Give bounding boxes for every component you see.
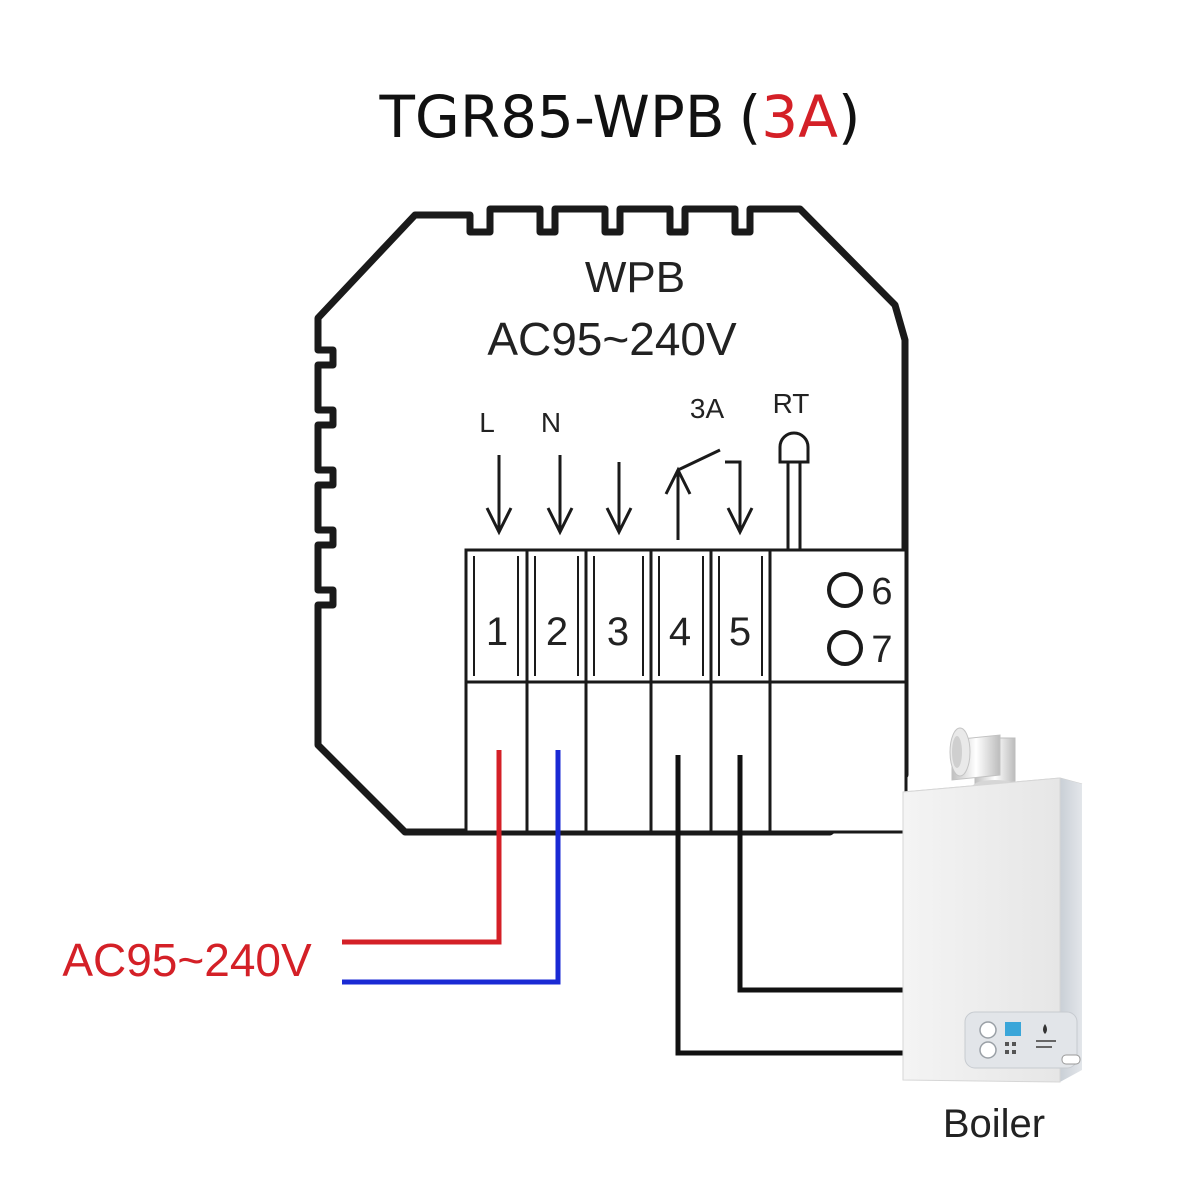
sensor-terminal-7 [827, 630, 863, 666]
sensor-terminal-6 [827, 572, 863, 608]
device-voltage-label: AC95~240V [487, 313, 737, 365]
title-close-paren: ) [838, 83, 861, 151]
supply-voltage-label: AC95~240V [62, 934, 312, 986]
neutral-wire [342, 750, 561, 985]
live-wire [342, 750, 502, 945]
terminal-number-2: 2 [546, 610, 568, 654]
title-model: TGR85-WPB [378, 83, 724, 151]
title-rating: 3A [761, 83, 838, 151]
diagram-title: TGR85-WPB(3A) [378, 83, 860, 151]
terminal-label-rt: RT [773, 388, 810, 419]
relay-rating-label: 3A [690, 393, 725, 424]
arrow-5 [725, 460, 742, 530]
terminal-number-1: 1 [486, 610, 508, 654]
terminal-label-l: L [479, 407, 495, 438]
terminal-number-6: 6 [871, 571, 892, 613]
boiler-label: Boiler [943, 1102, 1045, 1146]
boiler-icon [902, 727, 1083, 1083]
terminal-number-3: 3 [607, 610, 629, 654]
boiler-wire-4 [675, 755, 905, 1056]
device-model-label: WPB [585, 253, 685, 302]
sensor-terminal-circles [827, 572, 863, 666]
boiler-wire-5 [737, 755, 905, 993]
terminal-arrows [485, 448, 754, 540]
terminal-number-7: 7 [871, 629, 892, 671]
terminal-number-4: 4 [669, 610, 691, 654]
terminal-number-5: 5 [729, 610, 751, 654]
relay-switch-icon [677, 448, 721, 472]
title-open-paren: ( [739, 83, 762, 151]
terminal-label-n: N [541, 407, 561, 438]
